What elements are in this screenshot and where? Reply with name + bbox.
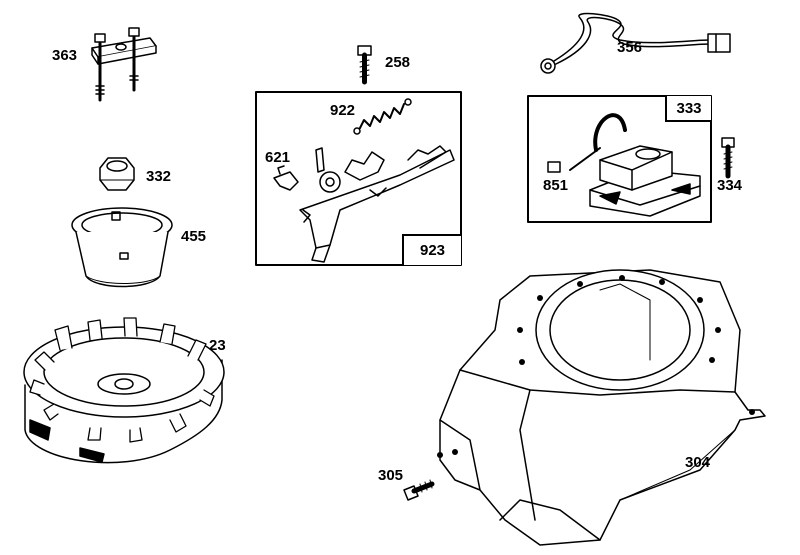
part-356-wire-drawing	[540, 12, 731, 74]
part-305-screw-drawing	[403, 479, 435, 501]
label-922: 922	[330, 102, 356, 119]
part-621-clip-drawing	[273, 165, 299, 191]
part-333-armature-drawing	[547, 113, 701, 217]
label-258: 258	[385, 54, 411, 71]
label-621: 621	[265, 149, 291, 166]
label-851: 851	[543, 177, 569, 194]
part-332-nut-drawing	[99, 157, 135, 191]
label-334: 334	[717, 177, 743, 194]
part-334-bolt-drawing	[721, 137, 735, 179]
part-304-blower-housing-drawing	[437, 269, 766, 546]
label-363: 363	[52, 47, 78, 64]
part-455-cup-drawing	[71, 207, 173, 288]
part-363-bracket-drawing	[91, 27, 157, 102]
label-304: 304	[685, 454, 711, 471]
label-923: 923	[402, 234, 461, 265]
label-356: 356	[617, 39, 643, 56]
label-333: 333	[665, 96, 711, 122]
label-305: 305	[378, 467, 404, 484]
part-258-bolt-drawing	[357, 45, 372, 85]
label-23: 23	[209, 337, 226, 354]
label-332: 332	[146, 168, 172, 185]
label-455: 455	[181, 228, 207, 245]
part-922-spring-drawing	[353, 98, 412, 135]
part-23-flywheel-drawing	[23, 317, 225, 464]
part-923-control-bracket-drawing	[299, 145, 455, 263]
